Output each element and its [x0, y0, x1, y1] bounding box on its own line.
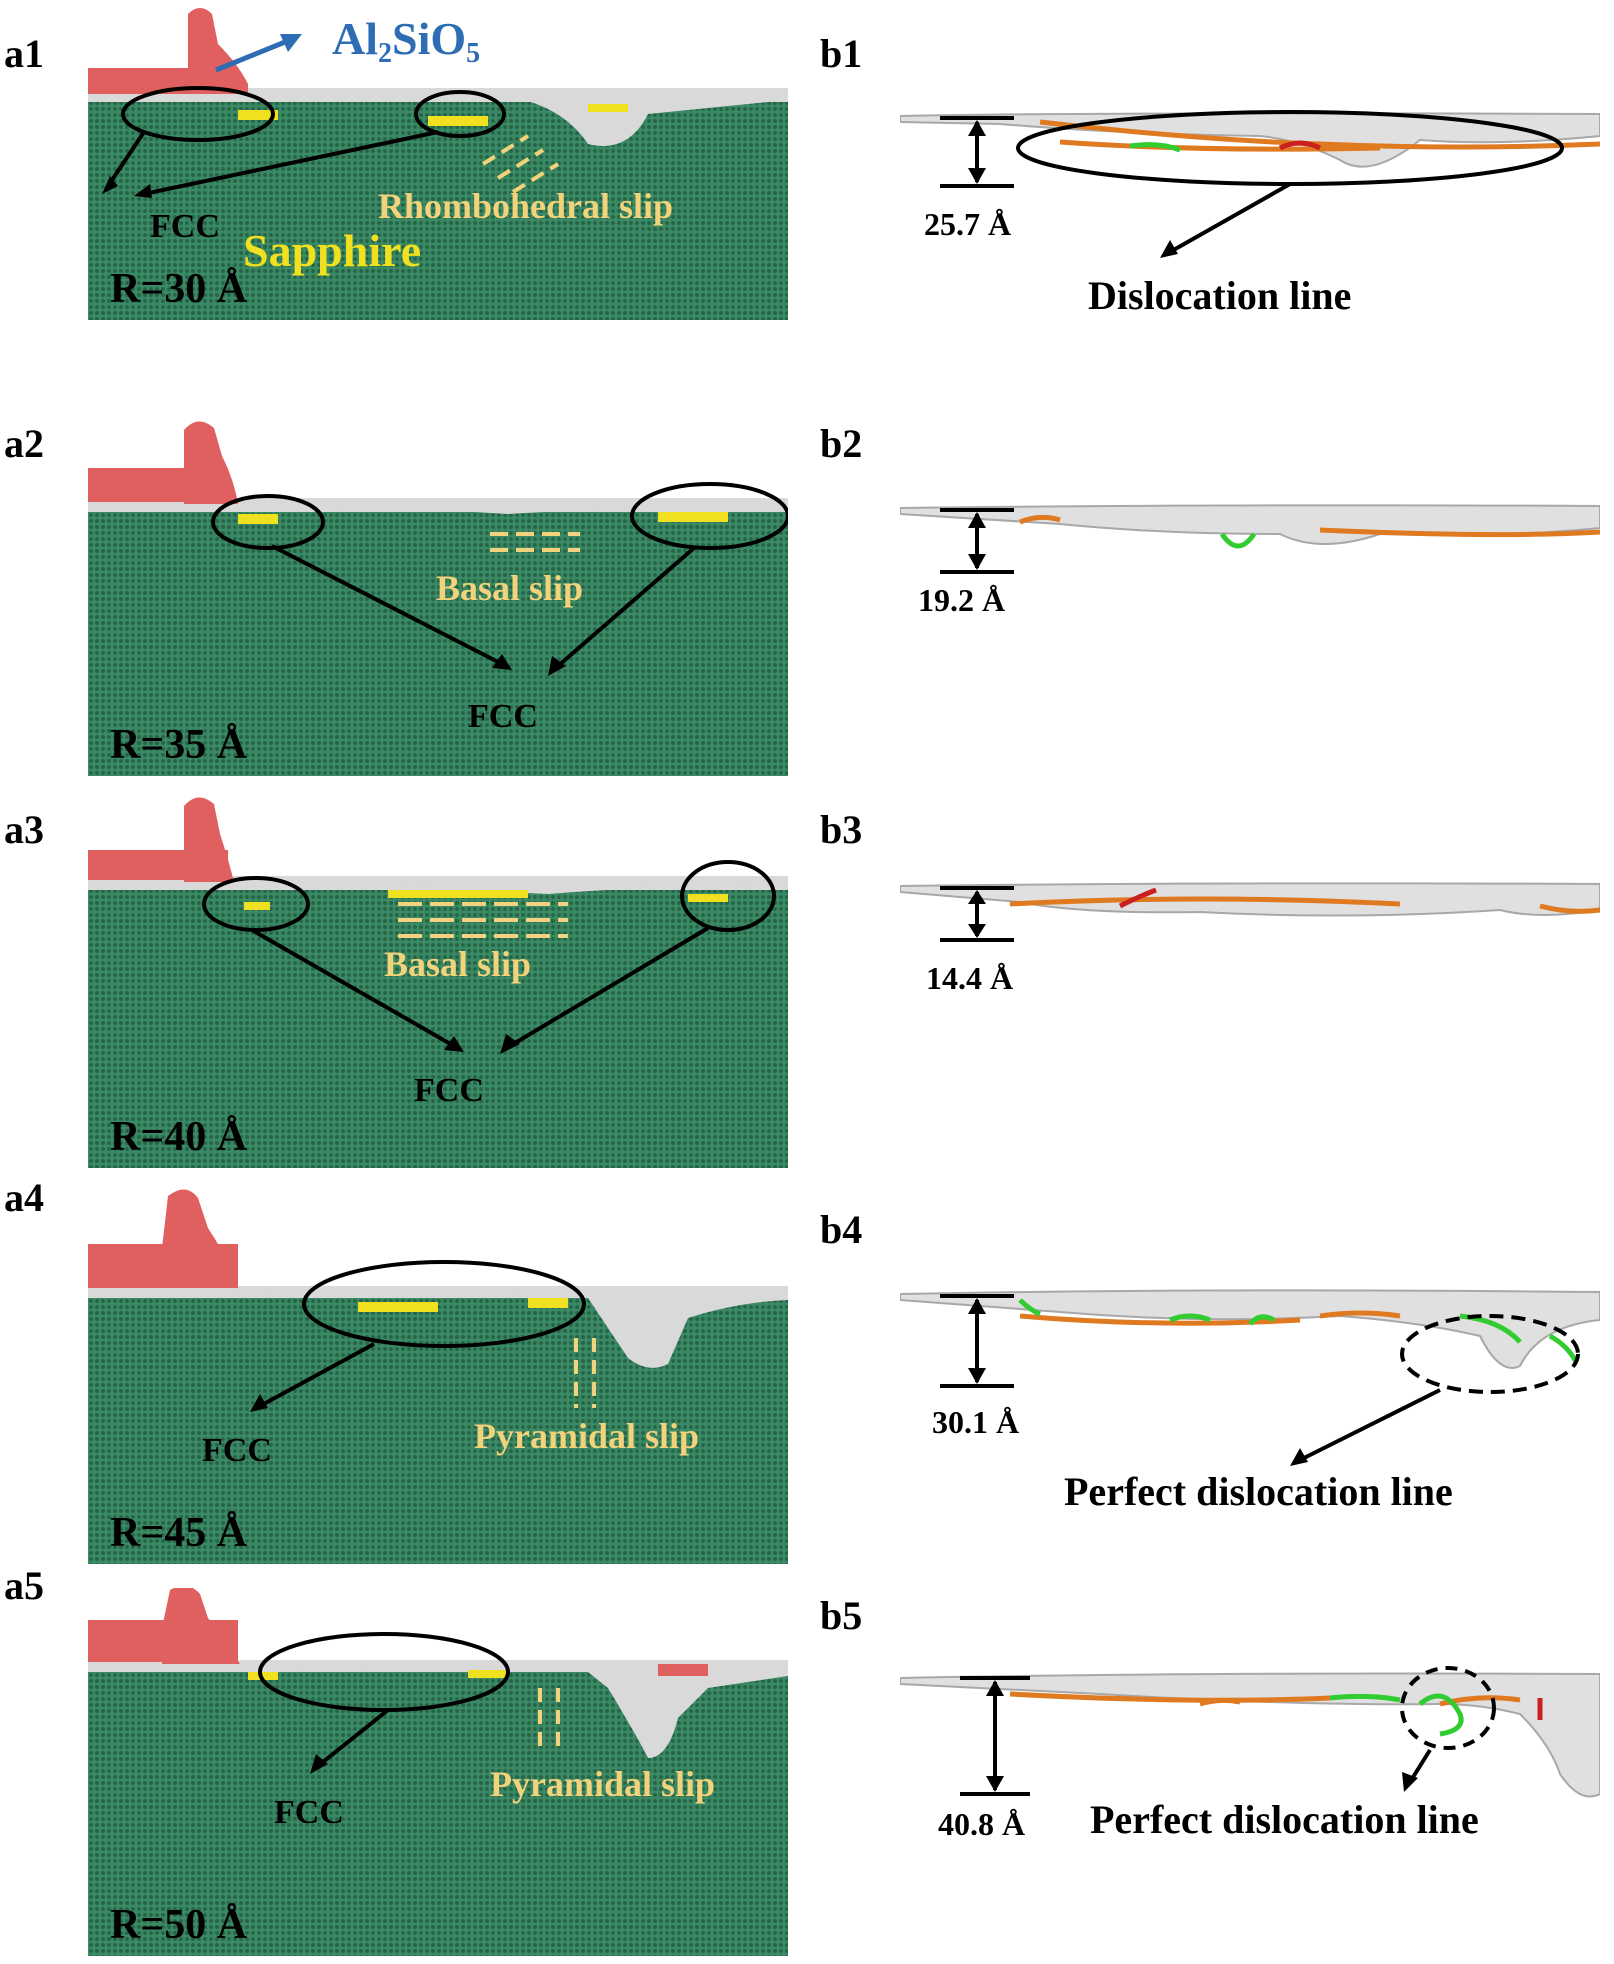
panel-b5-drawing [900, 1666, 1600, 1798]
panel-b2: 19.2 Å [900, 494, 1600, 634]
slip-label-a4: Pyramidal slip [474, 1416, 700, 1456]
fcc-label-a3: FCC [414, 1072, 484, 1109]
panel-a5: FCC Pyramidal slip R=50 Å [88, 1588, 788, 1956]
radius-label-a3: R=40 Å [110, 1114, 248, 1160]
panel-label-a1: a1 [4, 31, 44, 76]
panel-b1: 25.7 Å Dislocation line [900, 100, 1600, 320]
depth-label-b3: 14.4 Å [926, 960, 1014, 996]
radius-label-a5: R=50 Å [110, 1902, 248, 1948]
slip-label-a2: Basal slip [436, 568, 584, 608]
depth-label-b4: 30.1 Å [932, 1404, 1020, 1440]
panel-b4-drawing [900, 1289, 1600, 1466]
panel-label-b3: b3 [820, 807, 863, 852]
radius-label-a1: R=30 Å [110, 266, 248, 312]
panel-a3: Basal slip FCC R=40 Å [88, 786, 788, 1168]
panel-label-a2: a2 [4, 421, 44, 466]
caption-b5: Perfect dislocation line [1090, 1797, 1479, 1842]
panel-label-b5: b5 [820, 1593, 863, 1638]
panel-a2-overlay [88, 410, 788, 676]
panel-label-b2: b2 [820, 421, 863, 466]
panel-b5: 40.8 Å Perfect dislocation line [900, 1654, 1600, 1944]
panel-b4: 30.1 Å Perfect dislocation line [900, 1276, 1600, 1526]
panel-label-a4: a4 [4, 1175, 44, 1220]
slip-label-a1: Rhombohedral slip [378, 186, 674, 226]
radius-label-a4: R=45 Å [110, 1510, 248, 1556]
fcc-label-a2: FCC [468, 698, 538, 735]
slip-label-a3: Basal slip [384, 944, 532, 984]
abrasive-formula: Al2SiO5 [332, 13, 481, 69]
panel-b3: 14.4 Å [900, 870, 1600, 1010]
depth-label-b2: 19.2 Å [918, 582, 1006, 618]
slip-label-a5: Pyramidal slip [490, 1764, 716, 1804]
panel-label-a3: a3 [4, 807, 44, 852]
panel-b2-drawing [900, 504, 1600, 574]
panel-a4: FCC Pyramidal slip R=45 Å [88, 1178, 788, 1564]
panel-a1-overlay [88, 4, 788, 198]
panel-a3-overlay [88, 786, 788, 1054]
panel-b1-drawing [900, 110, 1600, 258]
fcc-label-a4: FCC [202, 1432, 272, 1469]
depth-label-b1: 25.7 Å [924, 206, 1012, 242]
panel-a1: FCC Rhombohedral slip Sapphire R=30 Å [88, 4, 788, 320]
material-label-a1: Sapphire [243, 225, 422, 276]
depth-label-b5: 40.8 Å [938, 1806, 1026, 1842]
panel-label-b4: b4 [820, 1207, 863, 1252]
caption-b4: Perfect dislocation line [1064, 1469, 1453, 1514]
caption-b1: Dislocation line [1088, 273, 1352, 318]
fcc-label-a1: FCC [150, 208, 220, 245]
panel-label-a5: a5 [4, 1563, 44, 1608]
fcc-label-a5: FCC [274, 1794, 344, 1831]
panel-label-b1: b1 [820, 31, 863, 76]
radius-label-a2: R=35 Å [110, 722, 248, 768]
panel-b3-drawing [900, 882, 1600, 942]
panel-a2: Basal slip FCC R=35 Å [88, 410, 788, 776]
panel-a4-overlay [88, 1178, 788, 1412]
panel-a5-overlay [88, 1588, 788, 1774]
